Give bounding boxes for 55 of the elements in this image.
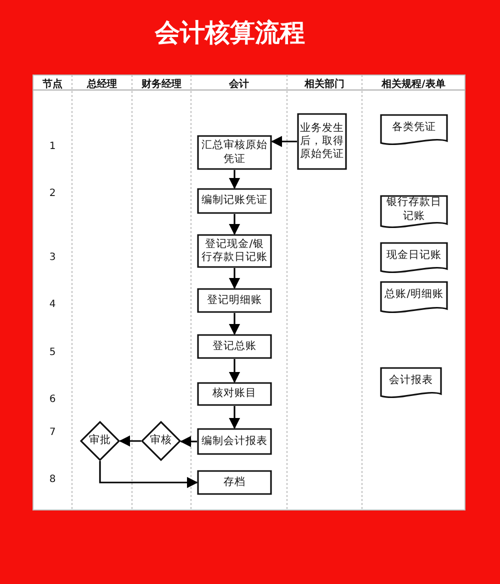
column-header: 会计 [228,78,250,91]
document-shape [380,195,448,229]
arrow [228,406,240,430]
arrow [228,313,240,336]
node-text: 总账/明细账 [384,288,444,302]
process-box [197,428,272,455]
document-shape [380,367,442,399]
arrow [180,436,197,448]
node-text: 审核 [149,434,173,448]
node-text: 存档 [222,476,246,490]
node-text: 各类凭证 [391,120,437,135]
row-number: 6 [48,394,57,405]
column-header: 财务经理 [140,78,182,91]
node-text: 业务发生后，取得原始凭证 [299,122,345,162]
row-number: 1 [48,141,57,152]
row-number: 7 [48,427,57,438]
node-text: 编制记账凭证 [200,194,268,208]
row-number: 8 [48,474,57,485]
process-box [197,334,272,359]
arrow [99,461,198,488]
row-number: 3 [48,252,57,263]
process-box [197,188,272,214]
column-header: 相关规程/表单 [380,78,446,91]
arrow [118,435,141,447]
arrow [228,268,240,290]
arrow [228,214,240,236]
row-number: 5 [48,347,57,358]
title: 会计核算流程 [155,17,305,49]
column-header: 节点 [42,78,64,91]
process-box [297,113,347,170]
node-text: 现金日记账 [386,248,442,263]
arrow [270,136,297,148]
document-shape [380,242,448,274]
process-box [197,288,272,313]
node-text: 登记现金/银行存款日记账 [200,238,268,264]
node-text: 登记明细账 [206,294,263,308]
node-text: 汇总审核原始凭证 [200,139,268,166]
process-box [197,470,272,495]
node-text: 银行存款日记账 [386,196,442,224]
arrow [228,359,240,384]
row-number: 2 [48,188,57,199]
node-text: 审批 [88,434,112,448]
column-header: 总经理 [86,78,118,91]
decision-diamond [141,421,181,461]
document-shape [380,114,448,146]
process-box [197,382,272,406]
node-text: 会计报表 [388,374,434,388]
node-text: 登记总账 [212,340,258,354]
node-text: 核对账目 [212,387,258,401]
row-number: 4 [48,299,57,310]
arrow [228,170,240,190]
decision-diamond [80,421,120,461]
document-shape [380,281,448,314]
column-header: 相关部门 [303,77,346,91]
node-text: 编制会计报表 [200,434,268,448]
